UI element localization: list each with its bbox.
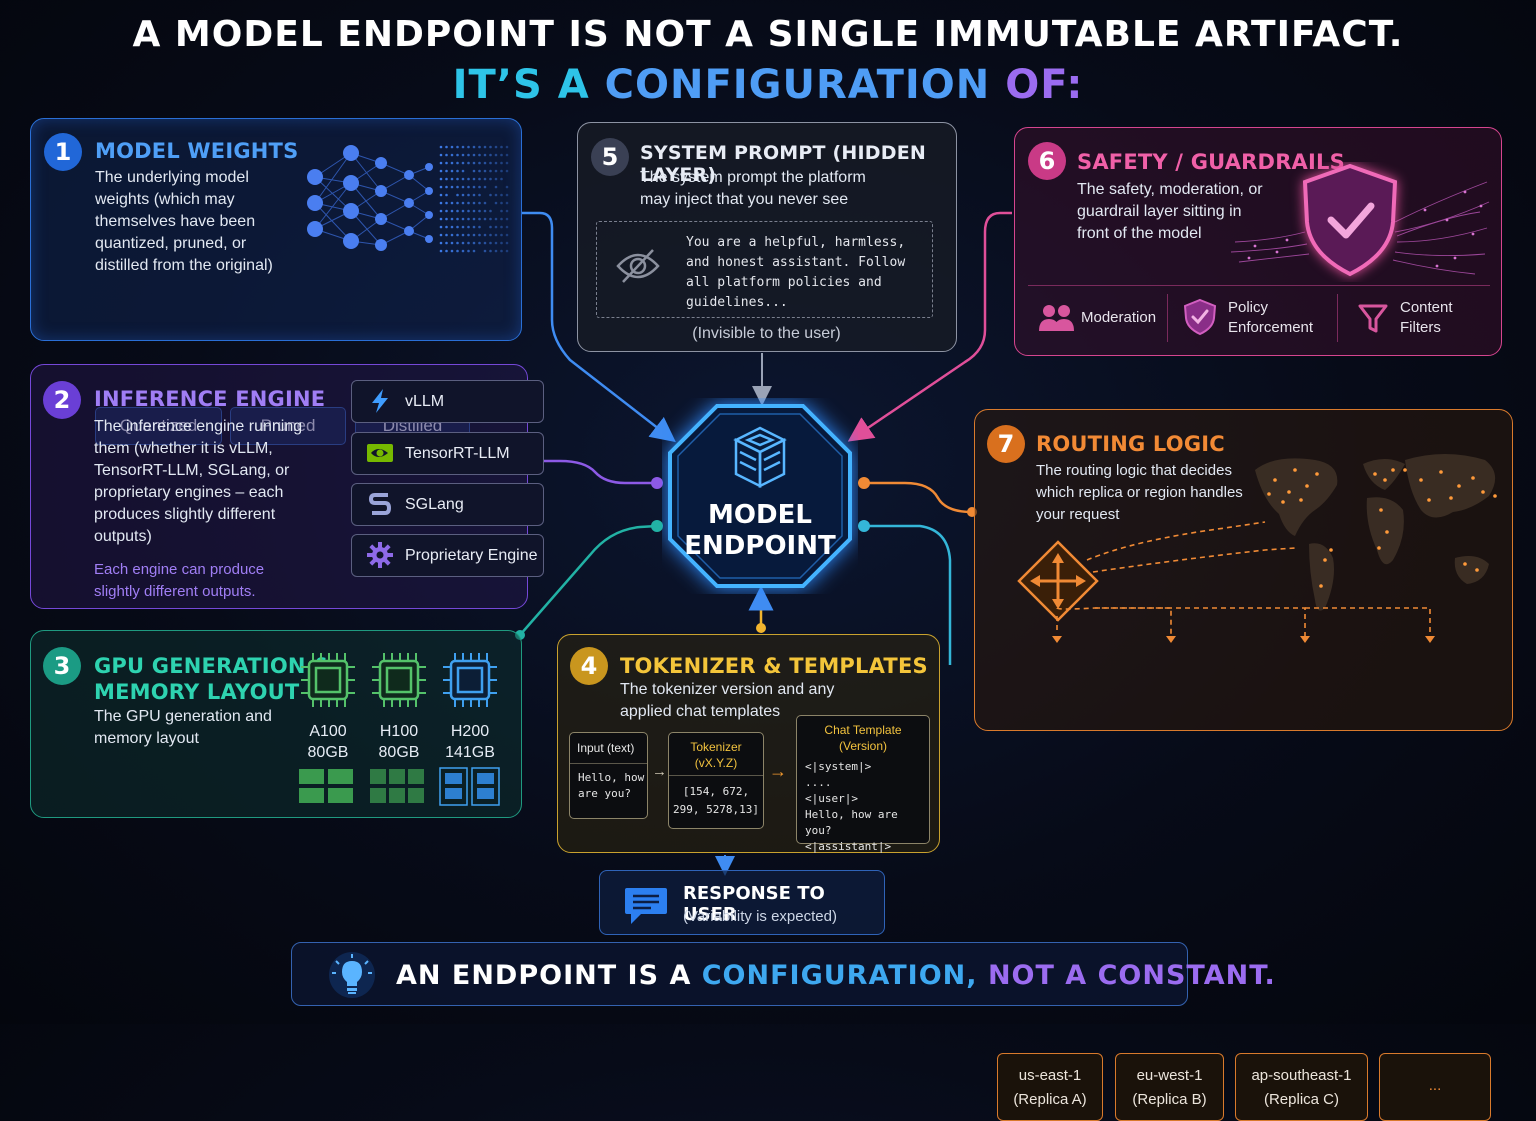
conclusion-banner: AN ENDPOINT IS A CONFIGURATION, NOT A CO… bbox=[291, 942, 1188, 1006]
model-weights-description: The underlying model weights (which may … bbox=[95, 167, 273, 277]
hidden-prompt-text: You are a helpful, harmless,and honest a… bbox=[686, 233, 905, 313]
gpu-description: The GPU generation and memory layout bbox=[94, 706, 272, 750]
memory-blocks-h200 bbox=[439, 767, 501, 807]
routing-panel: 7 ROUTING LOGIC The routing logic that d… bbox=[974, 409, 1513, 731]
step-number-1: 1 bbox=[44, 133, 82, 171]
gpu-a100-label: A10080GB bbox=[288, 721, 368, 763]
safety-panel: 6 SAFETY / GUARDRAILS The safety, modera… bbox=[1014, 127, 1502, 356]
model-endpoint-line-2: ENDPOINT bbox=[672, 531, 848, 562]
tokenizer-title: TOKENIZER & TEMPLATES bbox=[620, 654, 928, 678]
model-endpoint-label: MODEL ENDPOINT bbox=[672, 500, 848, 562]
model-endpoint-octagon bbox=[662, 398, 858, 594]
memory-blocks-h100 bbox=[370, 769, 426, 805]
chip-icon-h200 bbox=[443, 653, 497, 707]
step-number-3: 3 bbox=[43, 647, 81, 685]
inference-engine-description: The inference engine running them (wheth… bbox=[94, 416, 302, 548]
engine-vllm: vLLM bbox=[351, 380, 544, 423]
replica-more: ... bbox=[1379, 1053, 1491, 1121]
routing-paths bbox=[975, 410, 1514, 732]
users-icon bbox=[1039, 303, 1075, 333]
input-text-box: Input (text) Hello, howare you? bbox=[569, 732, 648, 819]
step-number-4: 4 bbox=[570, 647, 608, 685]
nvidia-eye-icon bbox=[366, 439, 394, 467]
system-prompt-description: The system prompt the platform may injec… bbox=[640, 167, 866, 211]
lightning-icon bbox=[366, 387, 394, 415]
step-number-2: 2 bbox=[43, 381, 81, 419]
tokenizer-panel: 4 TOKENIZER & TEMPLATES The tokenizer ve… bbox=[557, 634, 940, 853]
arrow-right-icon-2: → bbox=[769, 761, 787, 782]
response-to-user-box: RESPONSE TO USER (Variability is expecte… bbox=[599, 870, 885, 935]
conclusion-text: AN ENDPOINT IS A CONFIGURATION, NOT A CO… bbox=[396, 960, 1276, 991]
replica-eu-west-1: eu-west-1(Replica B) bbox=[1115, 1053, 1224, 1121]
model-endpoint-line-1: MODEL bbox=[672, 500, 848, 531]
engine-proprietary: Proprietary Engine bbox=[351, 534, 544, 577]
gpu-title: GPU GENERATION & MEMORY LAYOUT bbox=[94, 653, 332, 705]
policy-enforcement-label: PolicyEnforcement bbox=[1228, 298, 1313, 338]
filter-icon bbox=[1357, 302, 1389, 334]
hidden-prompt-box: You are a helpful, harmless,and honest a… bbox=[596, 221, 933, 318]
step-number-5: 5 bbox=[591, 138, 629, 176]
gpu-h100-label: H10080GB bbox=[359, 721, 439, 763]
lightbulb-icon bbox=[328, 951, 376, 999]
inference-engine-panel: 2 INFERENCE ENGINE The inference engine … bbox=[30, 364, 528, 609]
gear-icon bbox=[366, 541, 394, 569]
step-number-6: 6 bbox=[1028, 142, 1066, 180]
policy-shield-icon bbox=[1183, 298, 1217, 336]
chip-icon-h100 bbox=[372, 653, 426, 707]
gpu-panel: 3 GPU GENERATION & MEMORY LAYOUT The GPU… bbox=[30, 630, 522, 818]
neural-network-icon bbox=[301, 139, 511, 269]
shield-check-icon bbox=[1225, 162, 1495, 282]
engine-tensorrt-llm: TensorRT-LLM bbox=[351, 432, 544, 475]
replica-ap-southeast-1: ap-southeast-1(Replica C) bbox=[1235, 1053, 1368, 1121]
chat-template-box: Chat Template(Version) <|system|>....<|u… bbox=[796, 715, 930, 844]
chat-bubble-icon bbox=[623, 884, 669, 926]
eye-slash-icon bbox=[615, 246, 661, 286]
gpu-h200-label: H200141GB bbox=[430, 721, 510, 763]
inference-engine-title: INFERENCE ENGINE bbox=[94, 387, 325, 411]
connector-engine bbox=[528, 461, 657, 483]
chip-icon-a100 bbox=[301, 653, 355, 707]
replica-us-east-1: us-east-1(Replica A) bbox=[997, 1053, 1103, 1121]
engine-sglang: SGLang bbox=[351, 483, 544, 526]
model-weights-panel: 1 MODEL WEIGHTS The underlying model wei… bbox=[30, 118, 522, 341]
inference-engine-note: Each engine can produce slightly differe… bbox=[94, 559, 264, 603]
arrow-right-icon: → bbox=[652, 763, 667, 780]
moderation-label: Moderation bbox=[1081, 308, 1156, 328]
model-weights-title: MODEL WEIGHTS bbox=[95, 139, 298, 163]
connector-routing bbox=[864, 483, 972, 512]
invisible-caption: (Invisible to the user) bbox=[578, 325, 955, 343]
system-prompt-panel: 5 SYSTEM PROMPT (HIDDEN LAYER) The syste… bbox=[577, 122, 957, 352]
content-filters-label: ContentFilters bbox=[1400, 298, 1453, 338]
memory-blocks-a100 bbox=[299, 769, 355, 805]
tokenizer-box: Tokenizer(vX.Y.Z) [154, 672,299, 5278,13… bbox=[668, 732, 764, 829]
response-subtitle: (Variability is expected) bbox=[683, 908, 837, 925]
sglang-icon bbox=[366, 490, 394, 518]
